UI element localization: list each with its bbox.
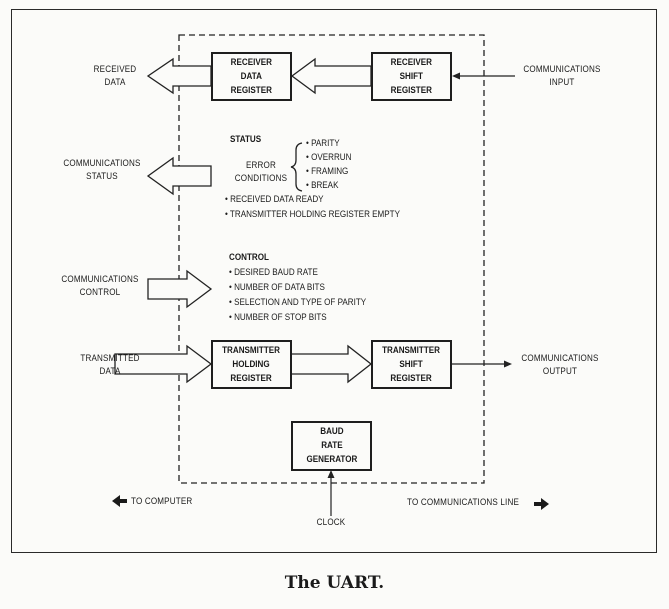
transmitted-data-label: TRANSMITTED DATA [80,353,140,377]
control-block: CONTROL • DESIRED BAUD RATE • NUMBER OF … [229,250,366,325]
receiver-data-register-box: RECEIVER DATA REGISTER [211,52,292,101]
communications-status-label: COMMUNICATIONS STATUS [63,158,141,182]
receiver-shift-register-label: RECEIVER SHIFT REGISTER [390,56,433,96]
status-other-list: • RECEIVED DATA READY • TRANSMITTER HOLD… [225,192,400,222]
transmitter-shift-register-label: TRANSMITTER SHIFT REGISTER [382,344,441,384]
error-condition-item: • FRAMING [306,166,349,177]
communications-input-label: COMMUNICATIONS INPUT [523,64,601,88]
receiver-data-register-label: RECEIVER DATA REGISTER [230,56,273,96]
control-item: • SELECTION AND TYPE OF PARITY [229,297,367,308]
error-conditions-brace [290,142,303,192]
figure-frame [11,9,657,553]
control-item: • NUMBER OF DATA BITS [229,282,325,293]
received-data-arrow [146,57,212,95]
baud-rate-generator-label: BAUD RATE GENERATOR [306,426,357,465]
transmitter-holding-register-box: TRANSMITTER HOLDING REGISTER [211,340,292,389]
to-computer-label: TO COMPUTER [131,496,193,507]
transmitted-data-arrow [114,344,213,384]
communications-output-arrowhead [504,360,512,368]
to-communications-line-arrow-icon [534,498,549,510]
error-condition-item: • PARITY [306,138,340,149]
baud-rate-generator-box: BAUD RATE GENERATOR [291,421,372,471]
control-item: • DESIRED BAUD RATE [229,267,318,278]
transmitter-holding-register-label: TRANSMITTER HOLDING REGISTER [222,344,281,384]
shift-to-data-arrow [290,57,372,95]
communications-input-arrowhead [452,72,460,80]
to-computer-arrow-icon [112,495,127,507]
receiver-shift-register-box: RECEIVER SHIFT REGISTER [371,52,452,101]
figure-caption: The UART. [284,573,385,593]
error-conditions-list: • PARITY • OVERRUN • FRAMING • BREAK [306,137,351,193]
transmitter-shift-register-box: TRANSMITTER SHIFT REGISTER [371,340,452,389]
status-heading: STATUS [230,134,262,145]
to-communications-line-label: TO COMMUNICATIONS LINE [407,497,520,508]
communications-status-arrow [146,156,212,196]
error-condition-item: • BREAK [306,180,339,191]
status-item: • TRANSMITTER HOLDING REGISTER EMPTY [225,209,400,220]
error-condition-item: • OVERRUN [306,152,352,163]
clock-arrowhead [327,470,335,478]
clock-label: CLOCK [316,517,346,528]
control-heading: CONTROL [229,252,269,263]
communications-output-label: COMMUNICATIONS OUTPUT [521,353,599,377]
received-data-label: RECEIVED DATA [93,64,137,88]
communications-control-arrow [147,269,213,309]
status-item: • RECEIVED DATA READY [225,194,324,205]
control-item: • NUMBER OF STOP BITS [229,312,327,323]
error-conditions-label: ERROR CONDITIONS [234,160,288,184]
communications-control-label: COMMUNICATIONS CONTROL [61,274,139,298]
holding-to-shift-arrow [290,344,373,384]
